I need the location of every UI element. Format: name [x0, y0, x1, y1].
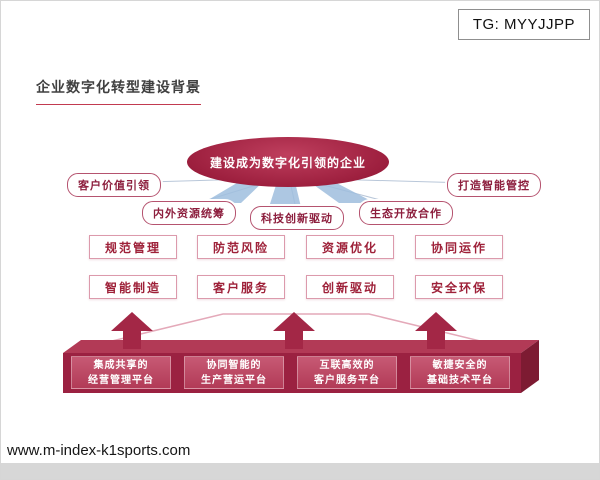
capability-box: 规范管理: [89, 235, 177, 259]
bottom-strip: [1, 463, 599, 479]
up-arrow-icons: [111, 312, 457, 349]
platform-line: 基础技术平台: [427, 374, 493, 386]
platform-line: 生产营运平台: [201, 374, 267, 386]
capability-box: 资源优化: [306, 235, 394, 259]
capability-box: 安全环保: [415, 275, 503, 299]
goal-pill-customer-value: 客户价值引领: [67, 173, 161, 197]
capability-box: 防范风险: [197, 235, 285, 259]
vision-label: 建设成为数字化引领的企业: [209, 155, 366, 170]
platform-line: 互联高效的: [319, 360, 375, 371]
platform-box-production: 协同智能的 生产营运平台: [184, 356, 284, 389]
up-arrow-icon: [415, 312, 457, 349]
platform-line: 集成共享的: [93, 360, 149, 371]
capability-box: 创新驱动: [306, 275, 394, 299]
platform-line: 经营管理平台: [88, 374, 154, 386]
goal-pill-open-ecosystem: 生态开放合作: [359, 201, 453, 225]
capability-box: 智能制造: [89, 275, 177, 299]
vision-ellipse: 建设成为数字化引领的企业: [187, 137, 389, 187]
platform-box-management: 集成共享的 经营管理平台: [71, 356, 171, 389]
page-title: 企业数字化转型建设背景: [36, 77, 201, 105]
goal-pill-resource-planning: 内外资源统筹: [142, 201, 236, 225]
up-arrow-icon: [111, 312, 153, 349]
tg-watermark-badge: TG: MYYJJPP: [457, 9, 590, 40]
tg-watermark-label: TG: MYYJJPP: [472, 16, 575, 33]
up-arrow-icon: [273, 312, 315, 349]
platform-box-infrastructure: 敏捷安全的 基础技术平台: [410, 356, 510, 389]
site-watermark: www.m-index-k1sports.com: [7, 442, 191, 459]
platform-line: 协同智能的: [206, 360, 262, 371]
platform-line: 客户服务平台: [314, 374, 380, 386]
capability-box: 客户服务: [197, 275, 285, 299]
platform-line: 敏捷安全的: [432, 360, 488, 371]
goal-pill-tech-innovation: 科技创新驱动: [250, 206, 344, 230]
capability-box: 协同运作: [415, 235, 503, 259]
platform-right-face: [521, 340, 539, 393]
goal-pill-smart-control: 打造智能管控: [447, 173, 541, 197]
platform-box-customer-service: 互联高效的 客户服务平台: [297, 356, 397, 389]
